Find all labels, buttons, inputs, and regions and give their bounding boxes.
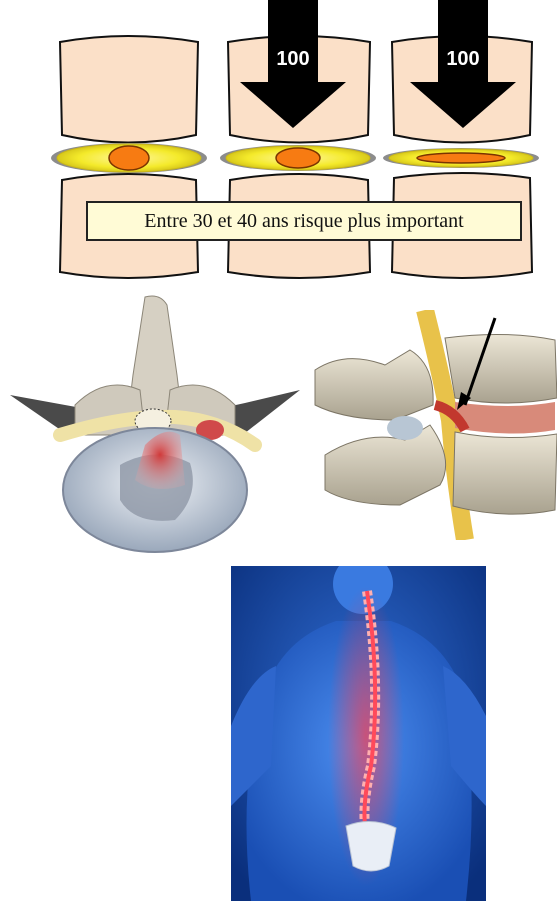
spine-back-illustration — [231, 566, 486, 901]
disc-diagram-svg: 100 100 — [0, 0, 557, 285]
back-illustration-svg — [231, 566, 486, 901]
vertebra-column-normal — [51, 36, 207, 278]
load-label-1: 100 — [276, 48, 309, 70]
herniation-cross-section-image — [5, 295, 305, 560]
side-view-svg — [305, 310, 557, 540]
load-label-2: 100 — [446, 48, 479, 70]
cross-section-svg — [5, 295, 305, 560]
herniation-side-view-image — [305, 310, 557, 540]
disc-risk-caption: Entre 30 et 40 ans risque plus important — [86, 201, 522, 241]
disc-compression-diagram: 100 100 Entre 30 et 40 ans risque plus i… — [0, 0, 557, 285]
